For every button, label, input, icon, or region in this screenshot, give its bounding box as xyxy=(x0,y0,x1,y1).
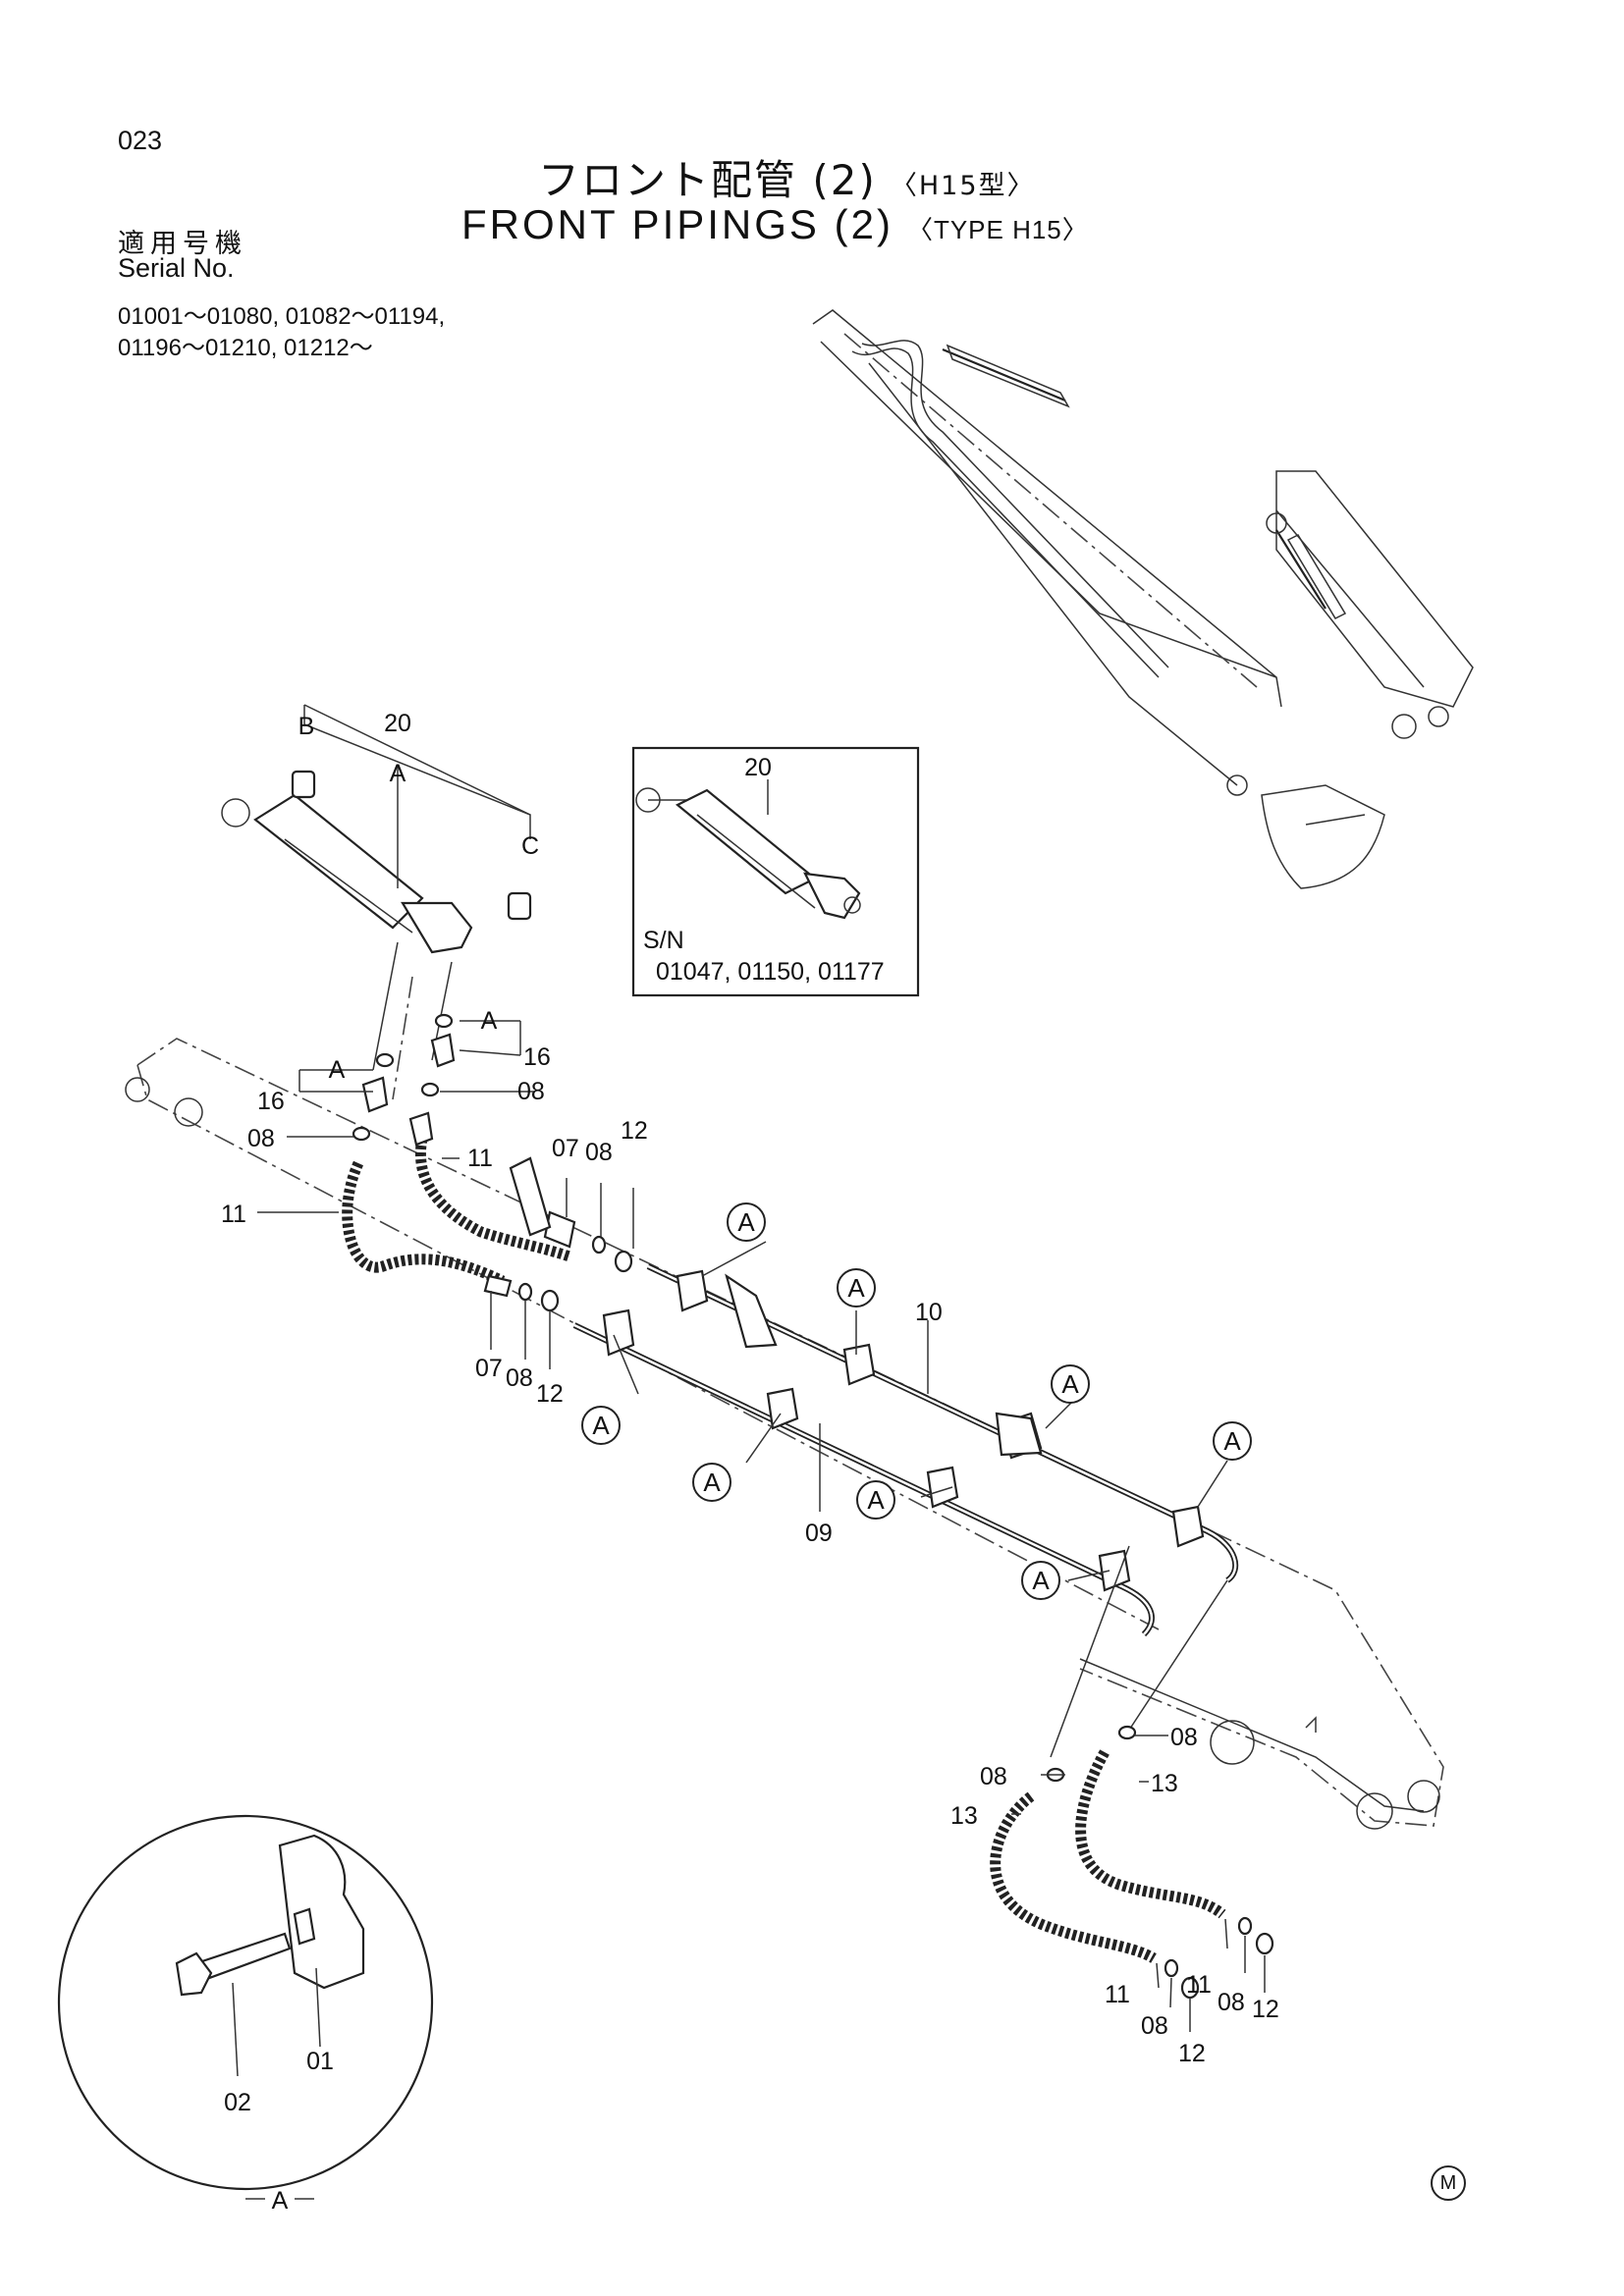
label-07-upper: 07 xyxy=(552,1135,579,1162)
arm-cylinder-assembly xyxy=(221,704,532,954)
title-jp-text: フロント配管 (2) xyxy=(538,156,877,204)
circled-a-4: A xyxy=(1223,1426,1241,1456)
label-16-left: 16 xyxy=(257,1088,285,1115)
fittings-upper xyxy=(352,1013,633,1312)
title-english: FRONT PIPINGS (2) 〈TYPE H15〉 xyxy=(461,201,1089,248)
overview-attachment-drawing xyxy=(812,309,1474,889)
label-08-left: 08 xyxy=(247,1125,275,1152)
inset-box xyxy=(631,746,920,997)
label-12-bottom-left: 12 xyxy=(1178,2040,1206,2067)
label-12-upper: 12 xyxy=(621,1117,648,1145)
leader-lines xyxy=(257,1020,1266,2032)
circled-callouts xyxy=(581,1202,1252,1600)
circled-a-3: A xyxy=(1061,1369,1079,1399)
serial-label-japanese: 適用号機 xyxy=(118,229,247,259)
label-08-upper: 08 xyxy=(585,1139,613,1166)
inset-sn-values: 01047, 01150, 01177 xyxy=(656,958,885,986)
callout-b-cylinder: B xyxy=(298,713,315,740)
serial-label-english: Serial No. xyxy=(118,253,235,283)
callout-a-fitting-right: A xyxy=(481,1007,498,1035)
title-en-text: FRONT PIPINGS (2) xyxy=(461,201,893,247)
label-07-lower: 07 xyxy=(475,1355,503,1382)
label-20-cylinder: 20 xyxy=(384,710,411,737)
serial-ranges-line2: 01196～01210, 01212～ xyxy=(118,335,373,361)
title-japanese: フロント配管 (2) 〈H15型〉 xyxy=(538,147,1036,207)
circled-a-1: A xyxy=(737,1207,755,1237)
detail-label-01: 01 xyxy=(306,2048,334,2075)
label-11-lower-right: 11 xyxy=(1186,1971,1212,1999)
circled-a-7: A xyxy=(867,1485,885,1515)
title-jp-type: 〈H15型〉 xyxy=(890,171,1036,201)
label-11-upper: 11 xyxy=(467,1145,493,1172)
inset-sn-label: S/N xyxy=(643,927,684,954)
label-09-pipe: 09 xyxy=(805,1520,833,1547)
inset-part-number: 20 xyxy=(744,754,772,781)
circled-a-5: A xyxy=(592,1411,610,1440)
label-08-right: 08 xyxy=(517,1078,545,1105)
arm-body-outline xyxy=(125,976,1444,1830)
label-13-right: 13 xyxy=(1151,1770,1178,1797)
circled-a-6: A xyxy=(703,1468,721,1497)
detail-label-02: 02 xyxy=(224,2089,251,2116)
label-08-bottom-left: 08 xyxy=(1141,2012,1168,2040)
circled-a-8: A xyxy=(1032,1566,1050,1595)
hoses-lower xyxy=(990,1545,1274,2000)
circled-a-2: A xyxy=(847,1273,865,1303)
label-08-lower: 08 xyxy=(506,1364,533,1392)
page-number: 023 xyxy=(118,126,163,155)
label-12-lower: 12 xyxy=(536,1380,564,1408)
label-08-lower-right: 08 xyxy=(1170,1724,1198,1751)
label-10-pipe: 10 xyxy=(915,1299,943,1326)
manufacturer-mark: M xyxy=(1431,2165,1466,2201)
label-16-right: 16 xyxy=(523,1043,551,1071)
pipes xyxy=(572,1263,1239,1637)
label-13-left: 13 xyxy=(950,1802,978,1830)
label-11-lower-left: 11 xyxy=(1105,1981,1130,2008)
label-08-bottom-right: 08 xyxy=(1218,1989,1245,2016)
callout-a-fitting-left: A xyxy=(329,1056,346,1084)
detail-circle-label: A xyxy=(272,2187,289,2215)
title-en-type: 〈TYPE H15〉 xyxy=(906,215,1089,244)
label-08-lower-left: 08 xyxy=(980,1763,1007,1790)
detail-circle-a xyxy=(57,1814,434,2191)
label-11-left: 11 xyxy=(221,1201,246,1228)
pipe-clamps xyxy=(602,1269,1205,1592)
label-12-bottom-right: 12 xyxy=(1252,1996,1279,2023)
callout-a-cylinder: A xyxy=(390,760,406,787)
serial-ranges-line1: 01001～01080, 01082～01194, xyxy=(118,303,446,330)
callout-c-cylinder: C xyxy=(521,832,539,860)
